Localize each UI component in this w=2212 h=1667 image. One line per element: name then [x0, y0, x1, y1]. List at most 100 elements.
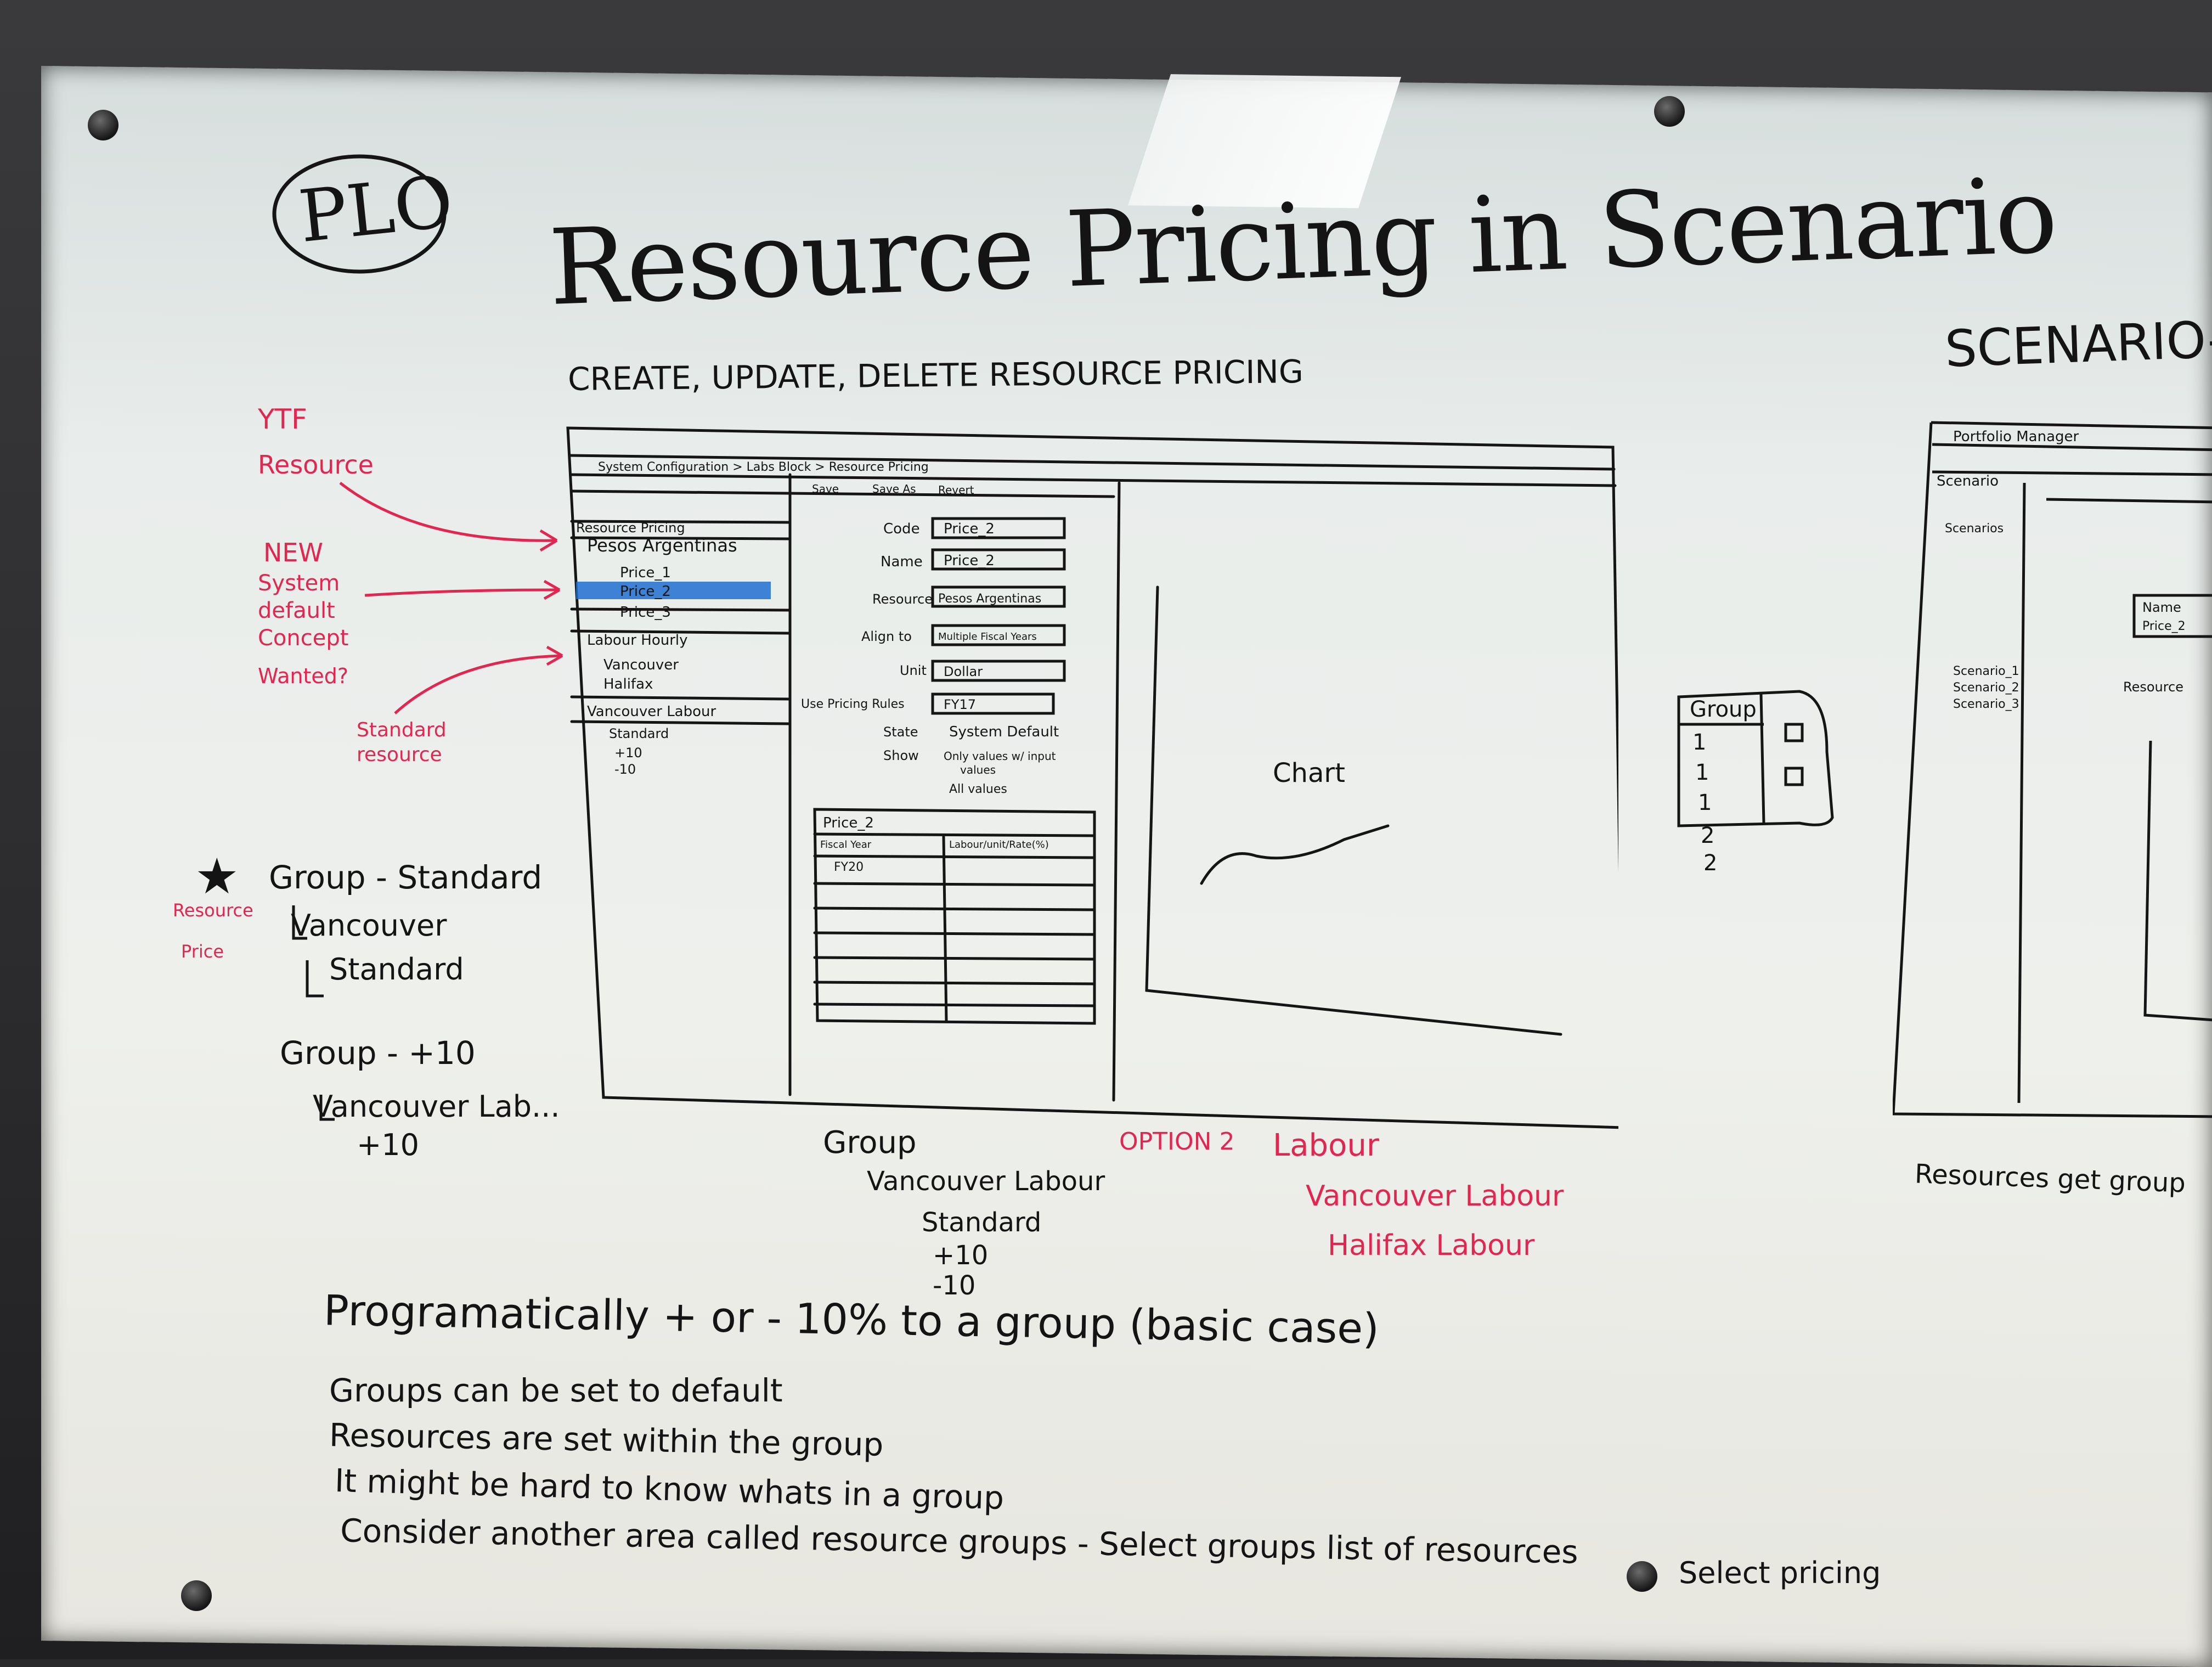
show-option-1b: values — [960, 763, 996, 776]
tree-item-halifax: Halifax — [603, 676, 653, 692]
grid-col-2: Labour/unit/Rate(%) — [949, 839, 1049, 851]
value-fy: FY17 — [944, 697, 976, 712]
middle-panel-divider — [1112, 481, 1121, 1102]
label-resource: Resource — [872, 592, 933, 607]
value-resource: Pesos Argentinas — [938, 592, 1041, 606]
note-group-plus10-leaf: +10 — [357, 1128, 419, 1162]
grid-row-1: FY20 — [834, 860, 864, 874]
value-state: System Default — [949, 724, 1059, 740]
small-table-num-3: 1 — [1698, 790, 1712, 815]
note-wanted: Wanted? — [258, 664, 349, 688]
note-ytf: YTF — [258, 403, 307, 435]
tree-item-plus10: +10 — [614, 745, 642, 761]
show-option-1: Only values w/ input — [944, 750, 1056, 763]
star-icon: ★ — [195, 848, 239, 905]
right-mockup-item-3: Scenario_2 — [1953, 681, 2019, 695]
grid-title: Price_2 — [823, 815, 874, 831]
tree-item-price-1: Price_1 — [620, 565, 671, 581]
right-mockup-field-1: Name — [2142, 600, 2181, 615]
tree-group-1: Pesos Argentinas — [587, 535, 737, 556]
right-mockup-field-2: Price_2 — [2142, 620, 2186, 633]
small-table-num-4: 2 — [1701, 823, 1715, 848]
mount-bolt-top-right — [1654, 96, 1685, 127]
note-star-resource: Resource — [173, 900, 253, 921]
small-table-num-5: 2 — [1703, 851, 1718, 876]
chart-line — [1200, 824, 1390, 885]
value-unit: Dollar — [944, 664, 983, 679]
detail-grid — [813, 808, 1096, 1025]
label-state: State — [883, 724, 918, 740]
small-group-table — [1677, 690, 1834, 827]
value-align: Multiple Fiscal Years — [938, 631, 1037, 643]
right-mockup-title: Portfolio Manager — [1953, 429, 2079, 445]
note-group-standard-child: Vancouver — [291, 908, 447, 943]
tree-item-price-3: Price_3 — [620, 604, 671, 621]
breadcrumb: System Configuration > Labs Block > Reso… — [598, 460, 929, 474]
tree-item-minus10: -10 — [614, 762, 636, 777]
right-mockup-item-1: Scenarios — [1945, 522, 2004, 536]
label-unit: Unit — [900, 663, 927, 678]
tree-item-price-2: Price_2 — [620, 583, 671, 600]
value-code: Price_2 — [944, 521, 995, 537]
option2-child-halifax: Halifax Labour — [1328, 1229, 1535, 1262]
note-star-price: Price — [181, 941, 224, 962]
option2-label: OPTION 2 — [1119, 1128, 1235, 1156]
tree-child-vancouver: Vancouver Labour — [867, 1166, 1105, 1197]
small-table-header: Group — [1690, 697, 1757, 722]
mockup-sketch: System Configuration > Labs Block > Reso… — [566, 426, 1618, 1129]
note-group-plus10: Group - +10 — [280, 1034, 476, 1072]
note-group-standard-leaf: Standard — [329, 952, 464, 987]
mount-bolt-bottom-left — [181, 1580, 212, 1611]
select-pricing-note: Select pricing — [1679, 1556, 1881, 1590]
form-inputs — [931, 517, 1066, 715]
value-name: Price_2 — [944, 553, 995, 569]
note-group-plus10-child: Vancouver Lab... — [313, 1089, 560, 1124]
note-ytf-resource: Resource — [258, 450, 374, 480]
label-code: Code — [883, 521, 920, 537]
tree-group-3: Vancouver Labour — [587, 703, 716, 720]
tree-group-2: Labour Hourly — [587, 632, 688, 649]
label-align: Align to — [861, 629, 912, 644]
option2-root: Labour — [1273, 1128, 1379, 1163]
annotation-arrows — [339, 482, 563, 714]
right-mockup-section: Scenario — [1937, 473, 1999, 489]
tree-root-group: Group — [823, 1125, 917, 1161]
tree-leaf-minus10: -10 — [933, 1270, 976, 1301]
note-default: default — [258, 598, 335, 623]
tree-leaf-standard: Standard — [922, 1207, 1042, 1238]
bullet-2: Groups can be set to default — [329, 1372, 783, 1409]
mount-bolt-top-left — [88, 110, 119, 140]
toolbar-save: Save — [812, 482, 839, 495]
left-notes-brackets — [292, 905, 335, 1121]
note-new: NEW — [263, 538, 323, 567]
small-table-num-1: 1 — [1692, 730, 1707, 755]
left-panel-header: Resource Pricing — [576, 520, 685, 536]
tree-leaf-plus10: +10 — [933, 1240, 989, 1271]
right-mockup-item-2: Scenario_1 — [1953, 664, 2019, 678]
mount-bolt-bottom-mid — [1627, 1561, 1657, 1592]
note-system: System — [258, 571, 340, 596]
chart-label: Chart — [1273, 758, 1345, 789]
label-pricing-rules: Use Pricing Rules — [801, 697, 905, 711]
chart-axes — [1145, 585, 1562, 1036]
grid-col-1: Fiscal Year — [820, 839, 872, 851]
tree-item-standard: Standard — [609, 726, 669, 741]
right-mockup-item-4: Scenario_3 — [1953, 697, 2019, 711]
note-standard: Standard — [357, 719, 447, 741]
note-concept: Concept — [258, 626, 349, 651]
note-standard-resource: resource — [357, 744, 442, 766]
window-frame — [566, 426, 1618, 1129]
show-option-2: All values — [949, 782, 1007, 796]
toolbar-revert: Revert — [938, 483, 974, 497]
right-mockup-field-3: Resource — [2123, 679, 2183, 695]
label-name: Name — [881, 554, 923, 570]
selected-row-highlight — [576, 582, 771, 599]
subtitle: CREATE, UPDATE, DELETE RESOURCE PRICING — [567, 352, 1304, 398]
toolbar-save-as: Save As — [872, 482, 916, 495]
plo-logo-circle — [272, 154, 447, 274]
label-show: Show — [883, 748, 919, 763]
tree-item-vancouver: Vancouver — [603, 657, 679, 673]
note-group-standard: Group - Standard — [269, 859, 543, 896]
right-mockup-sketch: Portfolio Manager Scenario Scenarios Sce… — [1893, 421, 2212, 1118]
small-table-num-2: 1 — [1695, 760, 1709, 785]
